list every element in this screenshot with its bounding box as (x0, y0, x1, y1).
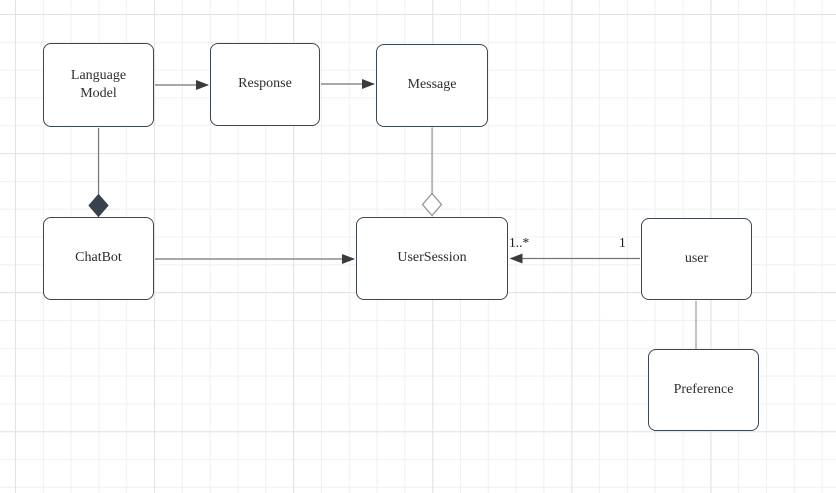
composition-diamond-icon (88, 193, 109, 218)
node-label: Preference (673, 381, 734, 397)
node-label: Response (238, 76, 292, 92)
node-response[interactable]: Response (210, 43, 320, 126)
node-label: Language Model (70, 67, 127, 101)
node-language-model[interactable]: Language Model (43, 43, 154, 127)
node-user-session[interactable]: UserSession (356, 217, 508, 300)
node-user[interactable]: user (641, 218, 752, 300)
node-label: UserSession (397, 250, 467, 266)
node-label: user (684, 250, 709, 266)
multiplicity-label-usersession-end: 1..* (509, 235, 530, 250)
aggregation-diamond-icon (421, 192, 443, 217)
node-message[interactable]: Message (376, 44, 488, 127)
multiplicity-label-user-end: 1 (619, 235, 626, 250)
node-label: ChatBot (75, 250, 122, 266)
node-label: Message (407, 77, 457, 93)
node-preference[interactable]: Preference (648, 349, 759, 431)
node-chatbot[interactable]: ChatBot (43, 217, 154, 300)
